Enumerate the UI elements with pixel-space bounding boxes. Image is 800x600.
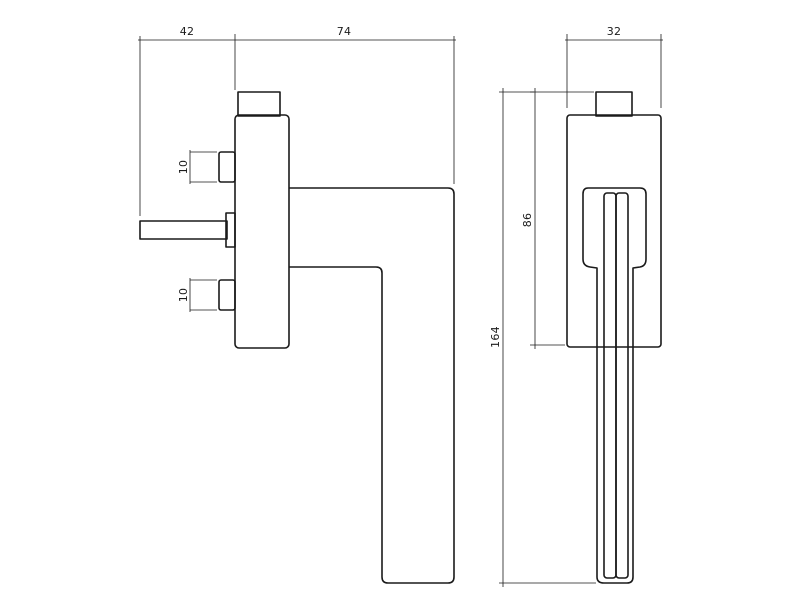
recess-pocket xyxy=(582,187,647,584)
grip-right-rail xyxy=(615,192,629,579)
dim-label-32: 32 xyxy=(607,25,622,38)
dim-label-74: 74 xyxy=(337,25,352,38)
dim-label-pin-lower: 10 xyxy=(177,288,190,303)
grip-left-rail xyxy=(603,192,617,579)
front-view xyxy=(566,91,662,584)
dim-label-pin-upper: 10 xyxy=(177,160,190,175)
dim-label-164: 164 xyxy=(489,326,502,348)
front-top-cap xyxy=(595,91,633,117)
lever-arm xyxy=(289,187,455,584)
spindle-collar xyxy=(225,212,236,248)
front-base-plate xyxy=(566,114,662,348)
dim-label-86: 86 xyxy=(521,213,534,228)
dimension-lines xyxy=(138,34,663,587)
side-view xyxy=(139,91,455,584)
upper-pin xyxy=(218,151,236,183)
lower-pin xyxy=(218,279,236,311)
dim-label-42: 42 xyxy=(180,25,195,38)
side-base-plate xyxy=(234,114,290,349)
square-spindle xyxy=(139,220,228,240)
side-top-cap xyxy=(237,91,281,117)
